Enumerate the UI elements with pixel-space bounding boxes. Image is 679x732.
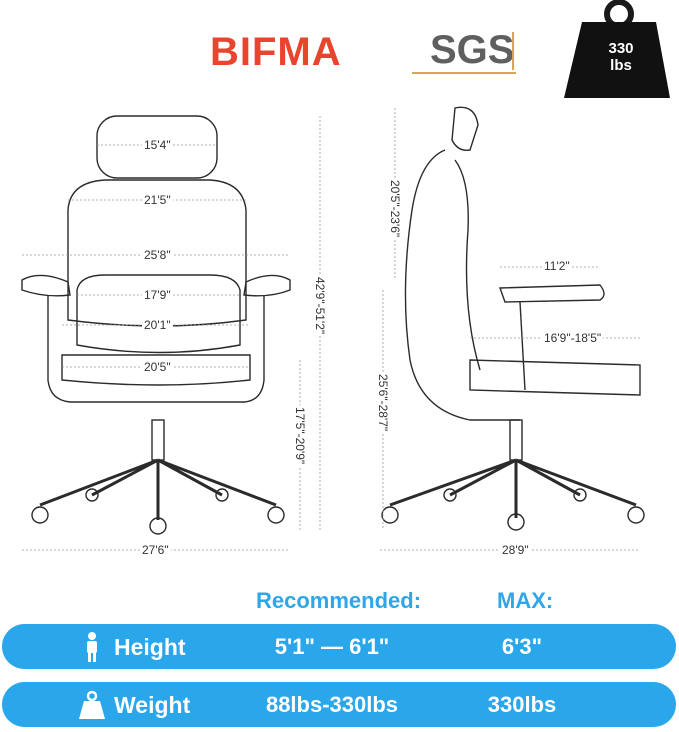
weight-max: 330lbs <box>487 692 557 717</box>
dim-seat-height: 17'5"-20'9" <box>293 405 307 467</box>
dim-arm-height: 25'6"-28'7" <box>376 372 390 434</box>
recommended-header: Recommended: <box>256 588 422 613</box>
dim-back-width: 21'5" <box>142 193 173 207</box>
dim-base-width: 27'6" <box>140 543 171 557</box>
height-max: 6'3" <box>501 634 543 659</box>
dim-headrest-width: 15'4" <box>142 138 173 152</box>
sgs-logo: SGS <box>430 28 515 72</box>
height-label: Height <box>114 634 186 660</box>
dim-seat-back-width: 17'9" <box>142 288 173 302</box>
dim-shoulder-width: 25'8" <box>142 248 173 262</box>
weight-badge-label: 330 lbs <box>598 40 644 74</box>
front-left-arm <box>21 274 71 297</box>
front-seat <box>76 274 241 354</box>
height-recommended: 5'1" — 6'1" <box>274 634 390 659</box>
weight-label: Weight <box>114 692 191 718</box>
dim-base-depth: 28'9" <box>500 543 531 557</box>
weight-badge-unit: lbs <box>610 57 632 74</box>
side-backrest <box>404 149 520 421</box>
dim-seat-width: 20'1" <box>142 318 173 332</box>
front-headrest <box>96 115 218 179</box>
sgs-logo-divider <box>512 32 514 70</box>
weight-row: Weight 88lbs-330lbs 330lbs <box>2 682 676 727</box>
dim-back-height: 20'5"-23'6" <box>388 178 402 240</box>
side-gas-lift <box>509 419 523 461</box>
dim-seat-depth: 16'9"-18'5" <box>542 331 604 345</box>
front-right-arm <box>243 274 291 297</box>
person-icon <box>87 632 97 662</box>
height-row: Height 5'1" — 6'1" 6'3" <box>2 624 676 669</box>
side-headrest <box>451 106 479 151</box>
chair-diagram <box>21 106 645 551</box>
front-gas-lift <box>151 419 165 461</box>
dim-seat-depth-front: 20'5" <box>142 360 173 374</box>
dim-armrest-length: 11'2" <box>542 259 572 273</box>
dim-total-height: 42'9"-51'2" <box>313 275 327 337</box>
bifma-logo: BIFMA <box>210 30 342 74</box>
weight-badge-icon <box>564 0 670 98</box>
weight-recommended: 88lbs-330lbs <box>265 692 399 717</box>
side-armrest <box>499 284 605 303</box>
sgs-logo-underline <box>412 72 516 74</box>
max-header: MAX: <box>497 588 554 613</box>
weight-icon <box>79 690 105 719</box>
weight-badge-value: 330 <box>608 40 634 57</box>
side-seat <box>469 359 641 396</box>
